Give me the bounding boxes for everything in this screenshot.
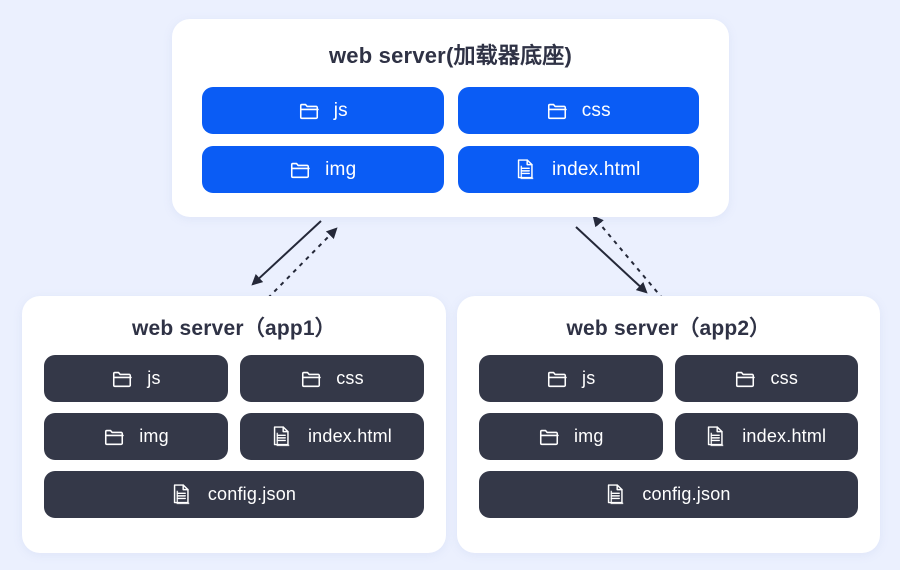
card-web-server-app2: web server（app2） js css img index.html confi… <box>457 296 880 553</box>
folder-icon <box>111 368 133 390</box>
pill-label: config.json <box>642 484 731 504</box>
pill-label: js <box>582 368 596 388</box>
folder-icon <box>103 426 125 448</box>
pill-label: img <box>139 426 169 446</box>
document-icon <box>272 425 294 448</box>
pill-label: js <box>147 368 161 388</box>
pill-label: index.html <box>307 426 393 446</box>
folder-icon <box>298 100 320 122</box>
pill-label: js <box>333 99 348 121</box>
document-icon <box>606 483 628 506</box>
folder-icon <box>734 368 756 390</box>
pill-top-index-html[interactable]: index.html <box>457 146 699 193</box>
pill-label: index.html <box>551 158 641 180</box>
document-icon <box>172 483 194 506</box>
pill-label: css <box>770 368 799 388</box>
folder-icon <box>546 368 568 390</box>
pill-label: index.html <box>742 426 827 446</box>
document-icon <box>706 425 728 448</box>
pill-label: css <box>581 99 611 121</box>
card-title-top: web server(加载器底座) <box>328 43 572 68</box>
card-web-server-base: web server(加载器底座) js css img index.html <box>172 19 729 217</box>
pill-app1-js[interactable]: js <box>44 355 228 402</box>
connector-app2-to-top-dashed <box>592 215 664 300</box>
document-icon <box>516 158 538 181</box>
folder-icon <box>538 426 560 448</box>
pill-app2-css[interactable]: css <box>674 355 858 402</box>
pill-grid-app2: js css img index.html config.json <box>457 355 880 518</box>
pill-app1-css[interactable]: css <box>240 355 424 402</box>
pill-grid-app1: js css img index.html config.json <box>22 355 446 518</box>
card-web-server-app1: web server（app1） js css img index.html confi… <box>22 296 446 553</box>
pill-grid-top: js css img index.html <box>172 87 729 193</box>
pill-app1-config-json[interactable]: config.json <box>44 471 424 518</box>
pill-top-img[interactable]: img <box>202 146 444 193</box>
pill-app2-index-html[interactable]: index.html <box>674 413 858 460</box>
pill-label: img <box>573 426 604 446</box>
card-title-app2: web server（app2） <box>566 317 771 340</box>
pill-top-css[interactable]: css <box>457 87 699 134</box>
card-title-app1: web server（app1） <box>132 317 336 340</box>
pill-app1-img[interactable]: img <box>44 413 228 460</box>
folder-icon <box>289 159 311 181</box>
connector-top-to-app2-solid <box>575 226 648 294</box>
pill-app1-index-html[interactable]: index.html <box>240 413 424 460</box>
pill-app2-config-json[interactable]: config.json <box>479 471 858 518</box>
pill-app2-img[interactable]: img <box>479 413 663 460</box>
folder-icon <box>300 368 322 390</box>
folder-icon <box>546 100 568 122</box>
pill-top-js[interactable]: js <box>202 87 444 134</box>
connector-top-to-app1-solid <box>251 220 322 286</box>
connector-app1-to-top-dashed <box>267 227 338 299</box>
pill-label: config.json <box>207 484 297 504</box>
pill-label: img <box>325 158 357 180</box>
pill-app2-js[interactable]: js <box>479 355 663 402</box>
pill-label: css <box>336 368 364 388</box>
